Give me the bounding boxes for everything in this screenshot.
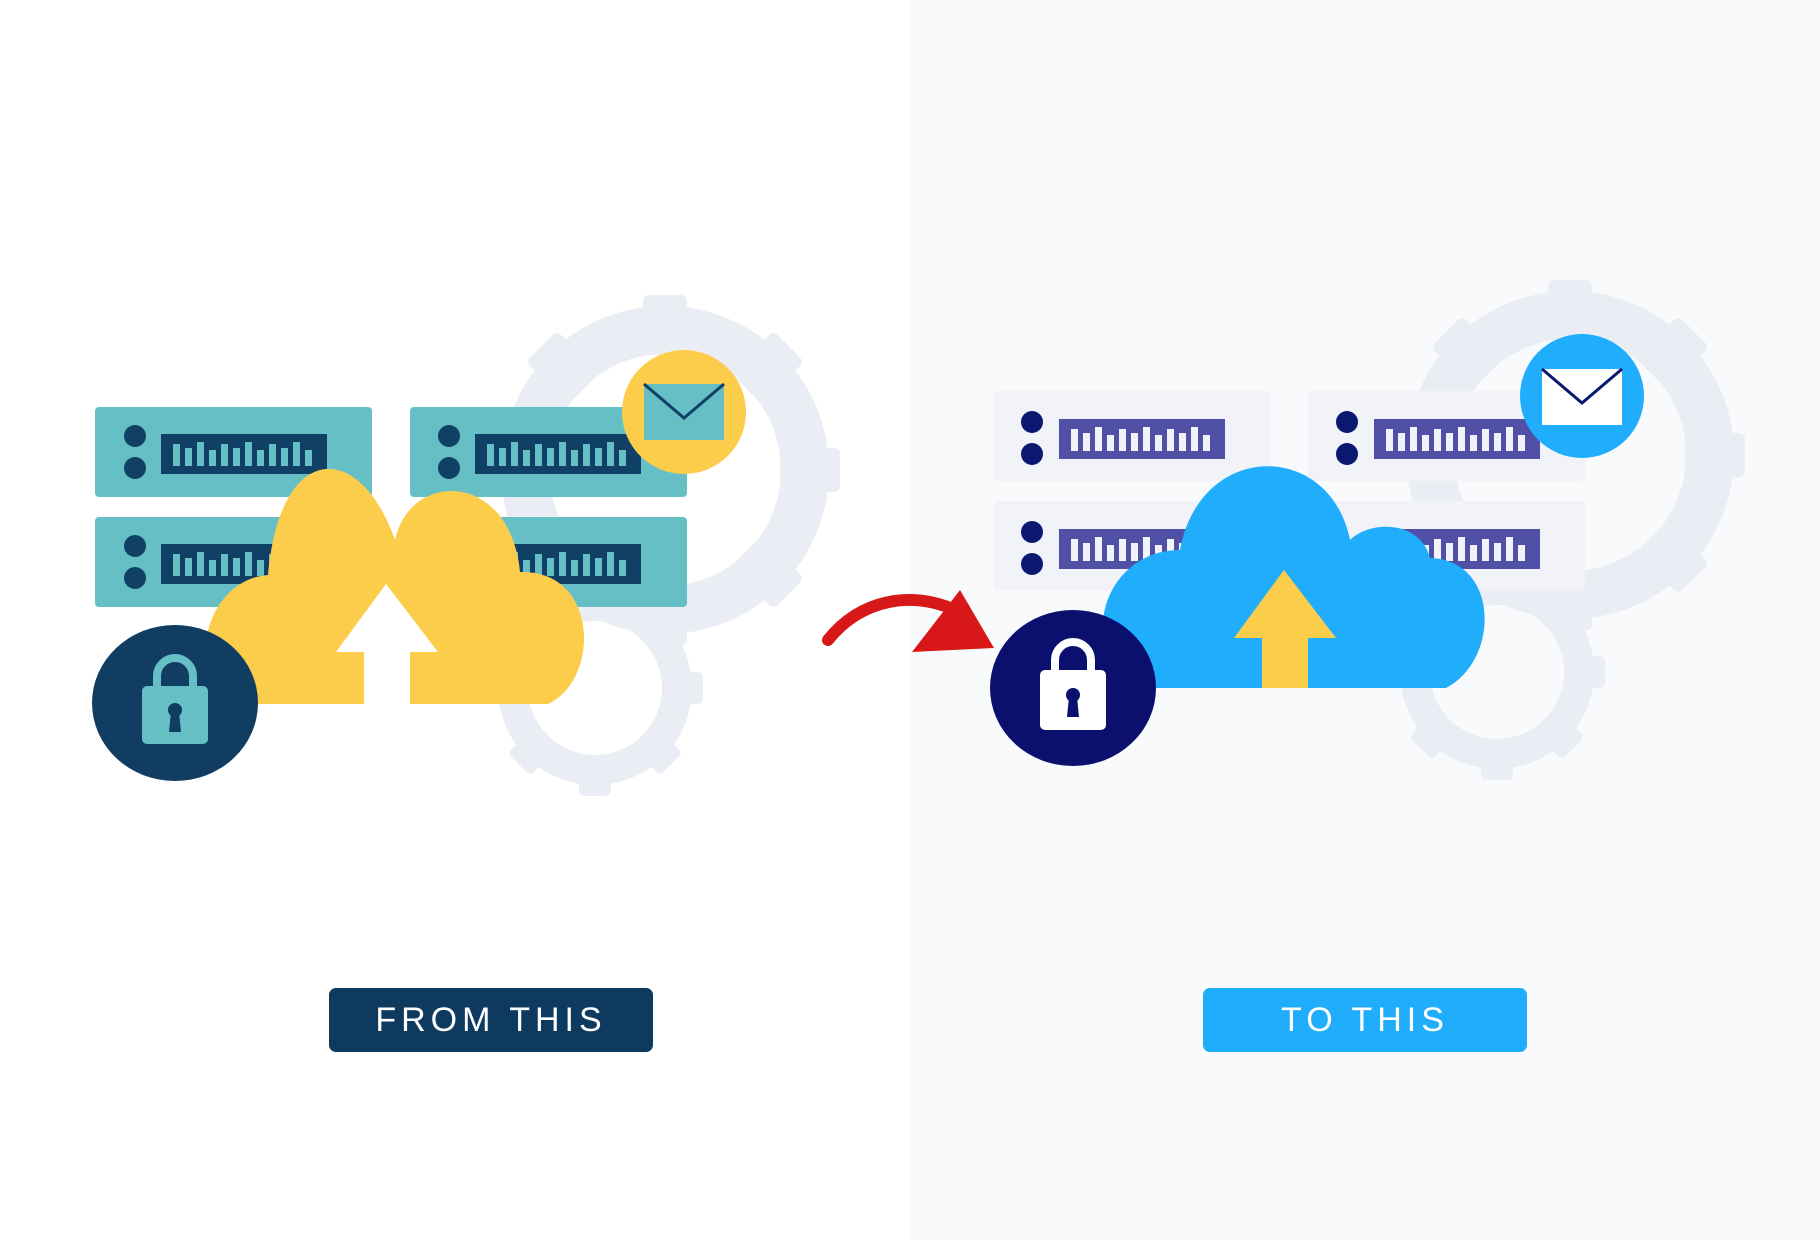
curved-arrow-icon <box>822 590 994 652</box>
lock-icon <box>990 610 1156 766</box>
to-illustration <box>990 280 1745 780</box>
cloud-upload-icon <box>1102 466 1485 688</box>
lock-icon <box>92 625 258 781</box>
server-icon <box>95 407 372 497</box>
from-illustration <box>92 295 840 796</box>
server-icon <box>1308 391 1585 481</box>
envelope-icon <box>1520 334 1644 458</box>
from-this-label: FROM THIS <box>329 988 653 1052</box>
server-icon <box>994 391 1271 481</box>
to-this-label: TO THIS <box>1203 988 1527 1052</box>
envelope-icon <box>622 350 746 474</box>
server-icon <box>410 407 687 497</box>
cloud-upload-icon <box>205 468 585 704</box>
